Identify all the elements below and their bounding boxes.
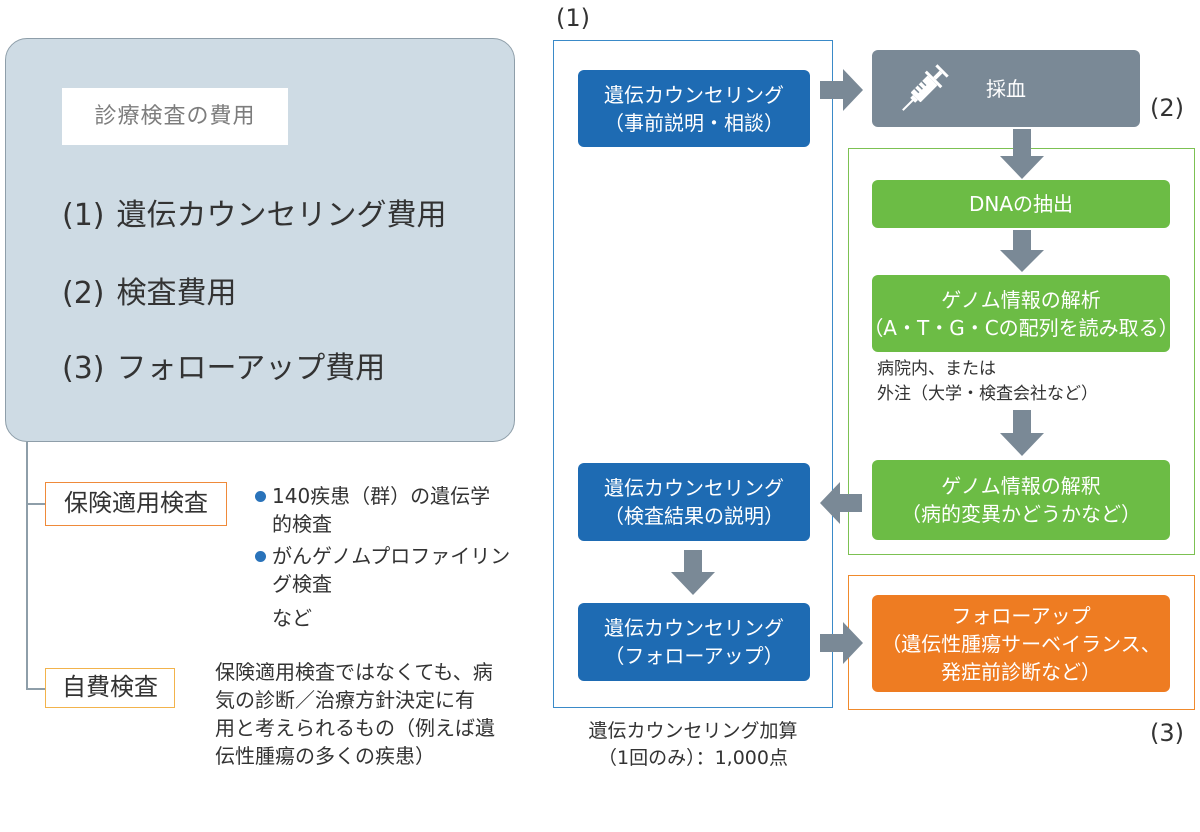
step-line: （検査結果の説明） [604,504,784,528]
insured-test-label: 保険適用検査 [45,482,227,526]
bullet-item-cancer-genome-profiling: がんゲノムプロファイリン グ検査 [253,542,510,598]
step-line: 遺伝カウンセリング [604,82,784,107]
step-genome-analysis: ゲノム情報の解析 （A・T・G・Cの配列を読み取る） [863,275,1179,352]
self-pay-description: 保険適用検査ではなくても、病 気の診断／治療方針決定に有 用と考えられるもの（例… [215,658,495,770]
bullet-dot-icon [255,551,266,562]
bullet-line: グ検査 [272,572,332,596]
panel-title: 診療検査の費用 [62,88,288,145]
step-line: フォローアップ [951,603,1091,628]
tree-connector-insured [26,503,46,505]
counseling-fee-note: 遺伝カウンセリング加算 （1回のみ）：1,000点 [553,718,833,772]
bullet-dot-icon [255,491,266,502]
description-line: 伝性腫瘍の多くの疾患） [215,744,435,768]
step-counseling-pre: 遺伝カウンセリング （事前説明・相談） [578,70,810,147]
syringe-icon [902,64,949,111]
bullet-line: がんゲノムプロファイリン [272,544,511,568]
step-line: （病的変異かどうかなど） [901,502,1141,526]
note-line: 遺伝カウンセリング加算 [588,720,798,742]
cost-item-number: (1) [62,198,105,233]
step-line: 発症前診断など） [941,659,1101,684]
step-line: 遺伝カウンセリング [604,476,784,500]
step-genome-interpretation: ゲノム情報の解釈 （病的変異かどうかなど） [872,460,1170,540]
note-line: 病院内、または [877,359,996,379]
step-line: （事前説明・相談） [604,110,784,135]
step-line: （フォローアップ） [604,644,784,668]
step-counseling-followup: 遺伝カウンセリング （フォローアップ） [578,603,810,681]
cost-summary-panel: 診療検査の費用 (1) 遺伝カウンセリング費用 (2) 検査費用 (3) フォローアッ… [5,38,515,442]
step-line: ゲノム情報の解釈 [941,474,1101,498]
step-counseling-results: 遺伝カウンセリング （検査結果の説明） [578,463,810,541]
cost-item-testing: (2) 検査費用 [62,276,237,312]
cost-item-label: フォローアップ費用 [116,351,386,386]
group-label-1: (1) [556,4,590,32]
step-dna-extraction: DNAの抽出 [872,180,1170,228]
counseling-group-frame [553,40,833,708]
cost-item-counseling: (1) 遺伝カウンセリング費用 [62,198,447,234]
bullet-item-140-diseases: 140疾患（群）の遺伝学 的検査 [253,482,490,538]
tree-connector-vertical [26,442,28,689]
group-label-2: (2) [1150,94,1184,122]
group-label-3: (3) [1150,719,1184,747]
bullet-line: 的検査 [272,512,332,536]
description-line: 保険適用検査ではなくても、病 [215,660,493,684]
step-line: ゲノム情報の解析 [941,287,1101,312]
step-blood-draw: 採血 [872,50,1140,127]
cost-item-label: 検査費用 [116,276,237,311]
step-line: 採血 [986,76,1026,101]
self-pay-test-label: 自費検査 [45,668,175,708]
step-followup: フォローアップ （遺伝性腫瘍サーベイランス、 発症前診断など） [872,595,1170,692]
tree-connector-self-pay [26,688,46,690]
step-line: （遺伝性腫瘍サーベイランス、 [881,631,1161,656]
description-line: 用と考えられるもの（例えば遺 [215,716,495,740]
note-line: 外注（大学・検査会社など） [877,384,1098,404]
analysis-location-note: 病院内、または 外注（大学・検査会社など） [877,357,1098,407]
cost-item-followup: (3) フォローアップ費用 [62,351,385,387]
step-line: DNAの抽出 [968,192,1074,216]
cost-item-number: (3) [62,351,105,386]
step-line: 遺伝カウンセリング [604,616,784,640]
description-line: 気の診断／治療方針決定に有 [215,688,475,712]
cost-item-label: 遺伝カウンセリング費用 [116,198,447,233]
note-line: （1回のみ）：1,000点 [598,747,788,769]
cost-item-number: (2) [62,276,105,311]
step-line: （A・T・G・Cの配列を読み取る） [863,315,1179,340]
bullet-line: 140疾患（群）の遺伝学 [272,484,491,508]
insured-etc-text: など [272,606,312,630]
